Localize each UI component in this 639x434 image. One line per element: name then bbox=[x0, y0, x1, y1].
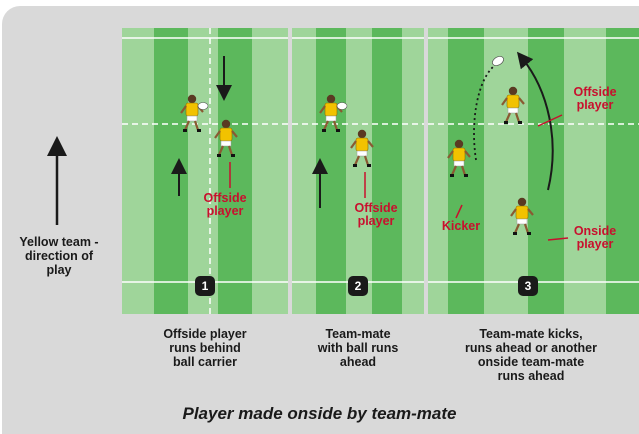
offside-player-label: Offside player bbox=[343, 202, 409, 228]
offside-player-label: Offside player bbox=[560, 86, 630, 112]
panel-2-pitch bbox=[292, 28, 424, 314]
rugby-ball bbox=[198, 103, 208, 110]
direction-label: Yellow team - direction of play bbox=[0, 235, 118, 277]
direction-label-text: Yellow team - direction of play bbox=[19, 235, 98, 277]
panel-2-caption: Team-mate with ball runs ahead bbox=[292, 327, 424, 369]
onside-player-label: Onside player bbox=[560, 225, 630, 251]
panel-3-pitch bbox=[428, 28, 639, 314]
panel-1-number-badge: 1 bbox=[195, 276, 215, 296]
panel-3-number-badge: 3 bbox=[518, 276, 538, 296]
rugby-ball bbox=[337, 103, 347, 110]
diagram-title: Player made onside by team-mate bbox=[0, 404, 639, 424]
kicker-label: Kicker bbox=[432, 220, 490, 233]
panel-1-caption: Offside player runs behind ball carrier bbox=[122, 327, 288, 369]
offside-player-label: Offside player bbox=[192, 192, 258, 218]
panel-2-number-badge: 2 bbox=[348, 276, 368, 296]
panel-3-caption: Team-mate kicks, runs ahead or another o… bbox=[428, 327, 634, 383]
panel-1-pitch bbox=[122, 28, 288, 314]
